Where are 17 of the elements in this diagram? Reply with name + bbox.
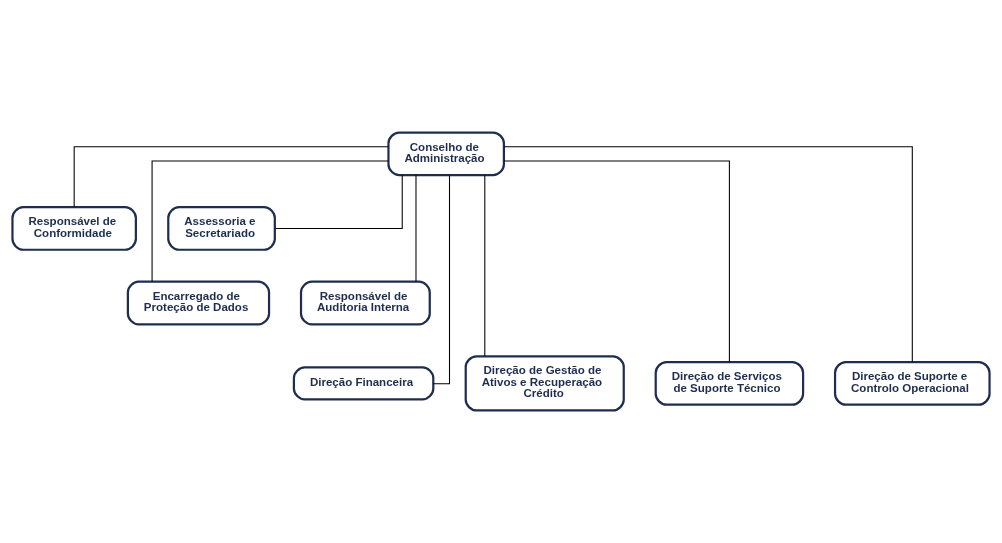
connector (503, 146, 913, 363)
node-box: Conselho de Administração (387, 131, 505, 177)
node-box: Responsável de Auditoria Interna (299, 280, 431, 326)
connector (151, 160, 389, 282)
connector (432, 174, 451, 385)
connector (73, 146, 389, 208)
node-box: Direção de Gestão de Ativos e Recuperação Crédito (464, 355, 625, 412)
node-box: Direção de Serviços de Suporte Técnico (654, 360, 805, 406)
connector (484, 174, 486, 357)
connector (274, 174, 403, 229)
node-box: Responsável de Conformidade (11, 206, 137, 251)
node-box: Encarregado de Proteção de Dados (126, 280, 271, 326)
connector (503, 160, 730, 363)
node-box: Assessoria e Secretariado (167, 206, 276, 251)
node-box: Direção Financeira (292, 366, 435, 401)
connector (415, 174, 417, 283)
node-box: Direção de Suporte e Controlo Operacional (833, 360, 991, 406)
